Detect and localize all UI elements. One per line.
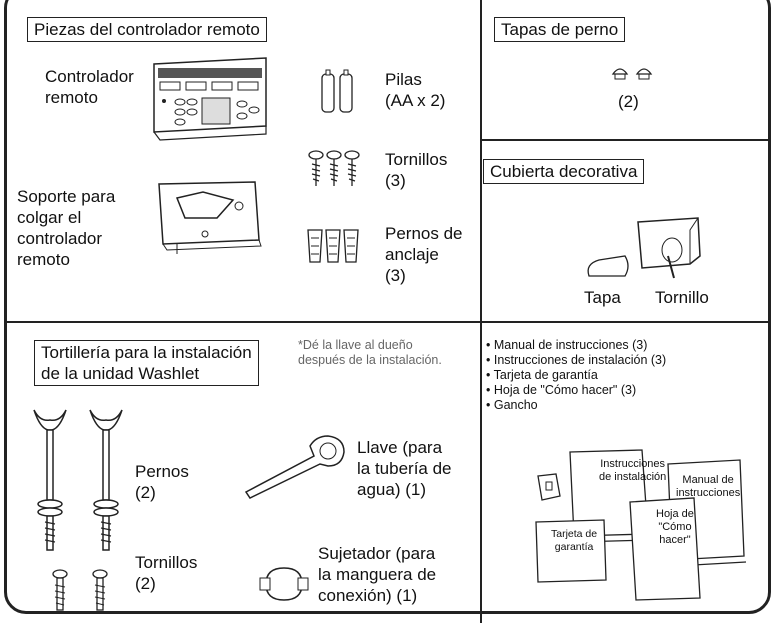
section-title-hardware: Tortillería para la instalación de la un… xyxy=(34,340,259,386)
divider-right-mid xyxy=(481,139,771,141)
label-controller: Controlador remoto xyxy=(45,67,134,107)
label-clamp: Sujetador (para la manguera de conexión)… xyxy=(318,544,437,605)
holder-bracket-icon xyxy=(158,181,262,254)
section-title-decorative-cover: Cubierta decorativa xyxy=(483,159,645,184)
note-give-key: *Dé la llave al dueño después de la inst… xyxy=(298,338,442,367)
label-holder: Soporte para colgar el controlador remot… xyxy=(17,187,116,269)
bolt-caps-icon xyxy=(611,68,653,80)
list-item: • Hoja de "Cómo hacer" (3) xyxy=(486,383,637,397)
wrench-icon xyxy=(244,435,345,499)
label-bolt-caps-qty: (2) xyxy=(618,92,639,111)
divider-vertical-top xyxy=(480,0,482,322)
label-anchors: Pernos de anclaje (3) xyxy=(385,224,463,285)
label-cap: Tapa xyxy=(584,288,621,307)
label-bolts: Pernos (2) xyxy=(135,462,189,502)
outer-frame xyxy=(4,0,771,614)
cap-icon xyxy=(587,255,629,277)
list-item: • Instrucciones de instalación (3) xyxy=(486,353,667,367)
list-item: • Tarjeta de garantía xyxy=(486,368,598,382)
book-install-label: Instrucciones de instalación xyxy=(599,458,667,483)
book-warranty-label: Tarjeta de garantía xyxy=(551,528,598,553)
list-item: • Gancho xyxy=(486,398,538,412)
documents-stack-icon xyxy=(535,449,747,601)
bolts-icon xyxy=(33,409,123,551)
label-wrench: Llave (para la tubería de agua) (1) xyxy=(357,438,452,499)
section-title-bolt-caps: Tapas de perno xyxy=(494,17,626,42)
label-screws: Tornillos (3) xyxy=(385,150,448,190)
label-hardware-screws: Tornillos (2) xyxy=(135,553,198,593)
remote-controller-icon xyxy=(153,57,267,141)
section-title-remote-parts: Piezas del controlador remoto xyxy=(27,17,267,42)
anchor-bolts-icon xyxy=(307,229,359,263)
label-screw: Tornillo xyxy=(655,288,709,307)
batteries-icon xyxy=(321,69,353,113)
divider-horizontal xyxy=(6,321,770,323)
decorative-cover-icon xyxy=(637,217,701,279)
hardware-screws-icon xyxy=(52,569,108,611)
divider-vertical-bottom xyxy=(480,322,482,623)
hook-icon xyxy=(537,473,561,501)
book-howto-label: Hoja de "Cómo hacer" xyxy=(656,508,694,546)
screws-icon xyxy=(308,150,360,186)
clamp-icon xyxy=(259,567,309,601)
book-manual-label: Manual de instrucciones xyxy=(676,474,741,499)
list-item: • Manual de instrucciones (3) xyxy=(486,338,648,352)
label-batteries: Pilas (AA x 2) xyxy=(385,70,446,110)
